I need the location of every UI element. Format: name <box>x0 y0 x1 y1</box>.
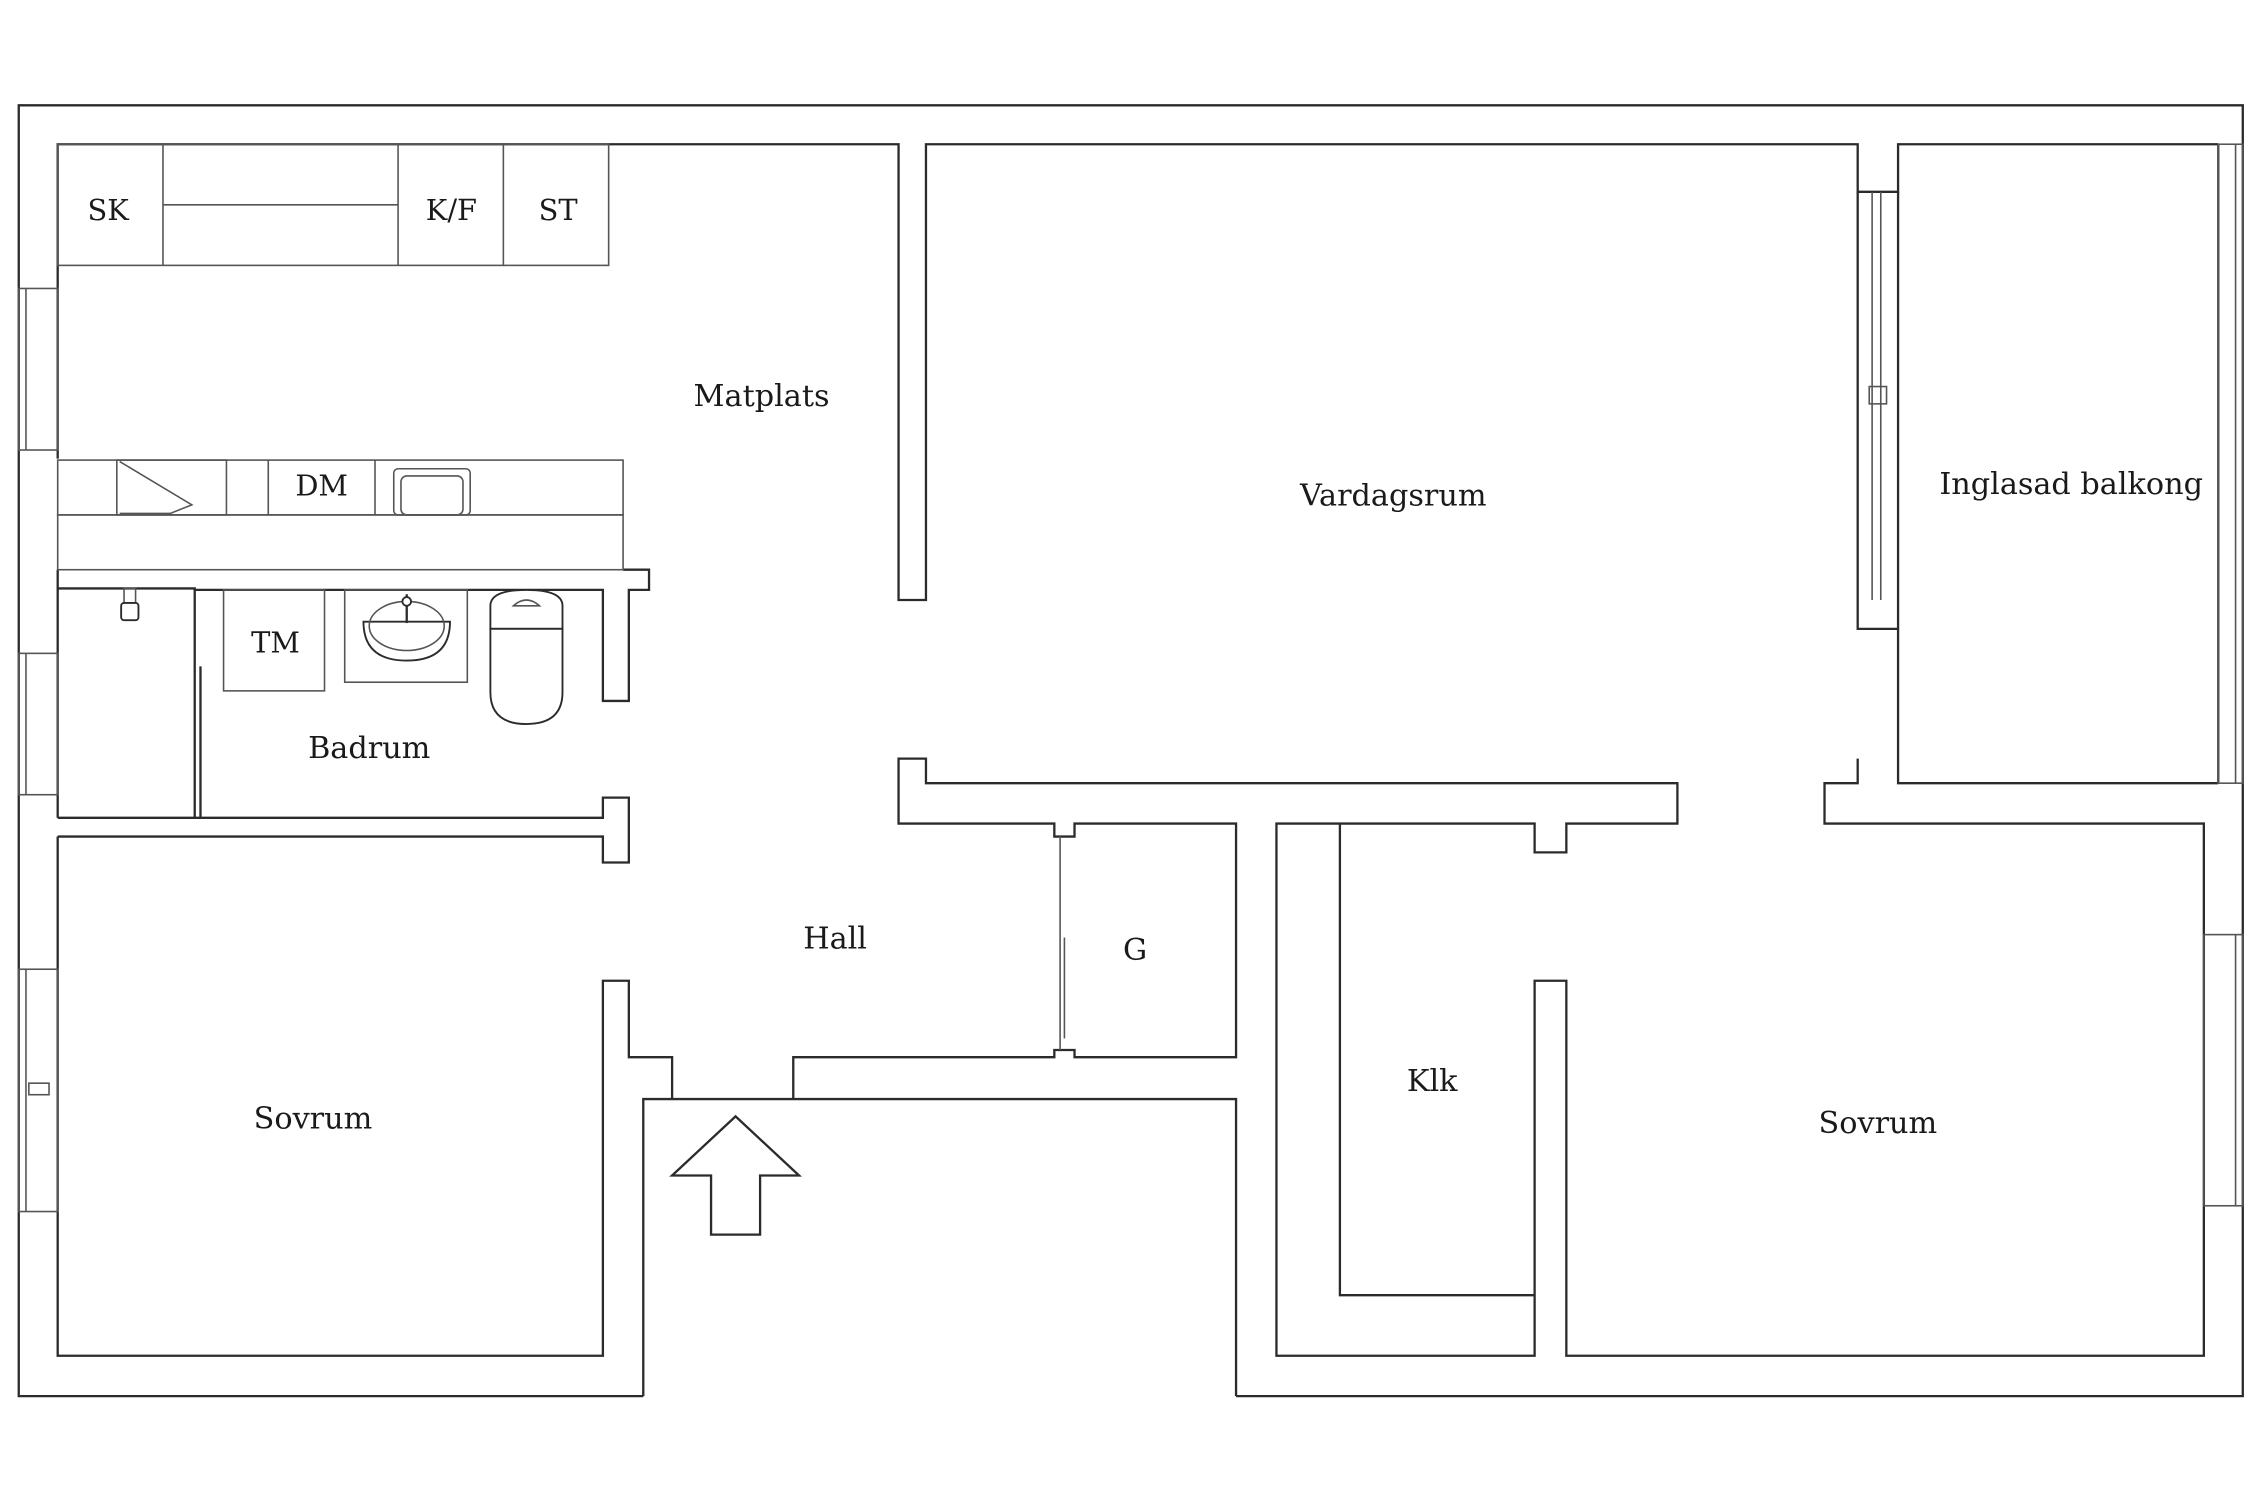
windows <box>17 143 2244 1213</box>
kitchen-island <box>56 459 624 571</box>
entrance-arrow <box>669 1114 802 1236</box>
fixture-label-tm: TM <box>251 626 300 660</box>
fixture-label-sk: SK <box>88 193 130 227</box>
kitchen-counter <box>56 143 610 267</box>
room-label-klk: Klk <box>1407 1064 1458 1099</box>
interior-walls <box>56 143 2220 1357</box>
room-label-hall: Hall <box>803 921 867 956</box>
room-label-sovrum-left: Sovrum <box>254 1102 373 1137</box>
room-label-garderob: G <box>1123 933 1147 968</box>
fixture-label-st: ST <box>539 193 578 227</box>
room-label-matplats: Matplats <box>694 379 830 414</box>
fixture-label-kf: K/F <box>426 193 477 227</box>
outer-walls <box>17 104 2244 1398</box>
fixture-labels: SK K/F ST DM TM <box>88 193 578 660</box>
room-label-badrum: Badrum <box>308 731 430 766</box>
room-label-inglasad-balkong: Inglasad balkong <box>1939 467 2203 502</box>
fixture-label-dm: DM <box>295 469 348 503</box>
room-labels: Matplats Vardagsrum Inglasad balkong Bad… <box>254 379 2203 1141</box>
bathroom-fixtures <box>120 587 564 725</box>
room-label-sovrum-right: Sovrum <box>1819 1106 1938 1141</box>
room-label-vardagsrum: Vardagsrum <box>1299 479 1487 514</box>
